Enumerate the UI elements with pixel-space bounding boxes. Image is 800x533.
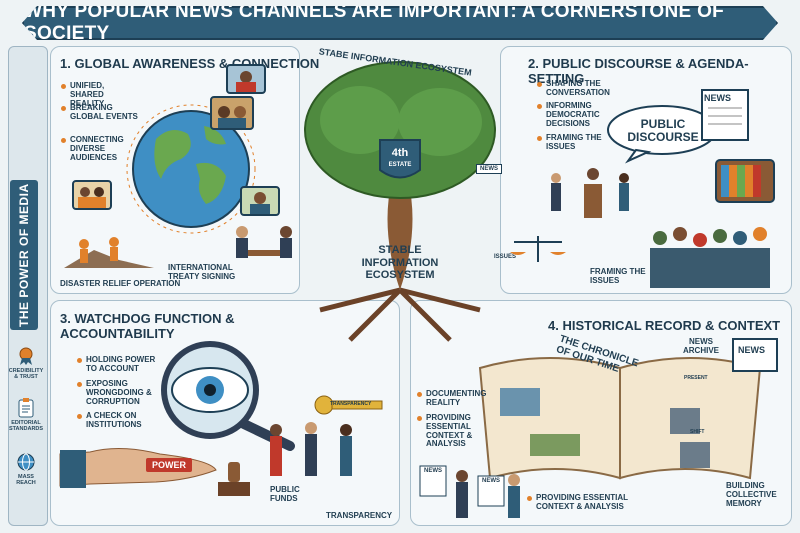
- section1-bullet-unified: UNIFIED, SHARED REALITY: [61, 81, 140, 108]
- relief-workers-illustration: [64, 237, 154, 268]
- title-banner: WHY POPULAR NEWS CHANNELS ARE IMPORTANT:…: [22, 6, 778, 40]
- sidebar-label: THE POWER OF MEDIA: [10, 180, 38, 330]
- news-sign: NEWS: [704, 93, 731, 103]
- crowd-illustration: [650, 227, 770, 288]
- newspaper-readers-illustration: [419, 465, 520, 518]
- shield-text: ESTATE: [388, 162, 412, 168]
- tv-icon: [715, 159, 775, 203]
- section4-bullet-documenting: DOCUMENTING REALITY: [417, 389, 492, 408]
- treaty-caption: INTERNATIONAL TREATY SIGNING: [168, 263, 236, 281]
- open-book: [478, 357, 762, 480]
- public-funds-caption: PUBLIC FUNDS: [270, 485, 300, 503]
- discourse-bubble-text: PUBLIC DISCOURSE: [627, 117, 699, 145]
- news-archive-caption: NEWS ARCHIVE: [682, 337, 719, 355]
- section3-bullet-holding: HOLDING POWER TO ACCOUNT: [77, 355, 166, 374]
- section4-bullet-context: PROVIDING ESSENTIAL CONTEXT & ANALYSIS: [417, 413, 506, 449]
- section3-title: 3. WATCHDOG FUNCTION & ACCOUNTABILITY: [60, 311, 235, 341]
- archive-sign-text: NEWS: [738, 345, 765, 355]
- section1-bullet-connecting: CONNECTING DIVERSE AUDIENCES: [61, 135, 140, 162]
- section3-bullet-check: A CHECK ON INSTITUTIONS: [77, 411, 166, 430]
- hand-illustration: [59, 447, 217, 488]
- framing-caption: FRAMING THE ISSUES: [590, 267, 646, 285]
- sidebar-item-credibility: CREDIBILITY & TRUST: [8, 346, 44, 381]
- relief-caption: DISASTER RELIEF OPERATION: [60, 279, 181, 288]
- discourse-bubble: [607, 105, 717, 164]
- tree-illustration: [304, 61, 496, 342]
- section2-bullet-framing: FRAMING THE ISSUES: [537, 133, 616, 152]
- video-call-frame-1: [210, 96, 254, 130]
- video-call-frame-2: [226, 64, 266, 94]
- newspaper-stack: [701, 89, 749, 141]
- key-icon: [314, 395, 383, 415]
- section2-title: 2. PUBLIC DISCOURSE & AGENDA-SETTING: [528, 56, 749, 86]
- news-tag: NEWS: [476, 164, 502, 174]
- section4-title: 4. HISTORICAL RECORD & CONTEXT: [548, 318, 781, 333]
- sidebar-item-editorial: EDITORIAL STANDARDS: [8, 398, 44, 433]
- section4-bottom-caption: PROVIDING ESSENTIAL CONTEXT & ANALYSIS: [527, 493, 666, 512]
- paper-label-2: NEWS: [482, 478, 500, 484]
- book-page-label-present: PRESENT: [684, 375, 708, 381]
- section3-bullet-exposing: EXPOSING WRONGDOING & CORRUPTION: [77, 379, 186, 406]
- trunk-label: STABLE INFORMATION ECOSYSTEM: [361, 244, 439, 282]
- podium-illustration: [551, 168, 629, 218]
- page-title: WHY POPULAR NEWS CHANNELS ARE IMPORTANT:…: [24, 1, 725, 44]
- shield-number: 4th: [391, 147, 409, 159]
- book-page-label-shift: SHIFT: [690, 429, 705, 435]
- transparency-caption: TRANSPARENCY: [326, 511, 393, 520]
- key-label: TRANSPARENCY: [330, 401, 372, 407]
- clipboard-icon: [16, 398, 36, 418]
- globe-icon: [16, 452, 36, 472]
- magnifying-glass-eye: [161, 341, 295, 451]
- issues-tag: ISSUES: [494, 254, 517, 260]
- stamp-icon: [218, 462, 250, 496]
- paper-label-1: NEWS: [424, 468, 442, 474]
- officials-illustration: [270, 422, 352, 476]
- power-label: POWER: [146, 458, 193, 472]
- globe-illustration: [126, 104, 256, 234]
- treaty-signing-illustration: [236, 226, 292, 258]
- collective-memory-caption: BUILDING COLLECTIVE MEMORY: [726, 481, 777, 508]
- section1-bullet-breaking: BREAKING GLOBAL EVENTS: [61, 103, 140, 122]
- video-call-frame-4: [240, 186, 280, 216]
- ribbon-icon: [16, 346, 36, 366]
- section2-bullet-shaping: SHAPING THE CONVERSATION: [537, 79, 616, 98]
- archive-sign: [732, 338, 778, 372]
- video-call-frame-3: [72, 180, 112, 210]
- section1-title: 1. GLOBAL AWARENESS & CONNECTION: [60, 56, 320, 71]
- sidebar-item-reach: MASS REACH: [8, 452, 44, 487]
- scales-icon: [510, 236, 566, 262]
- section2-bullet-informing: INFORMING DEMOCRATIC DECISIONS: [537, 101, 616, 128]
